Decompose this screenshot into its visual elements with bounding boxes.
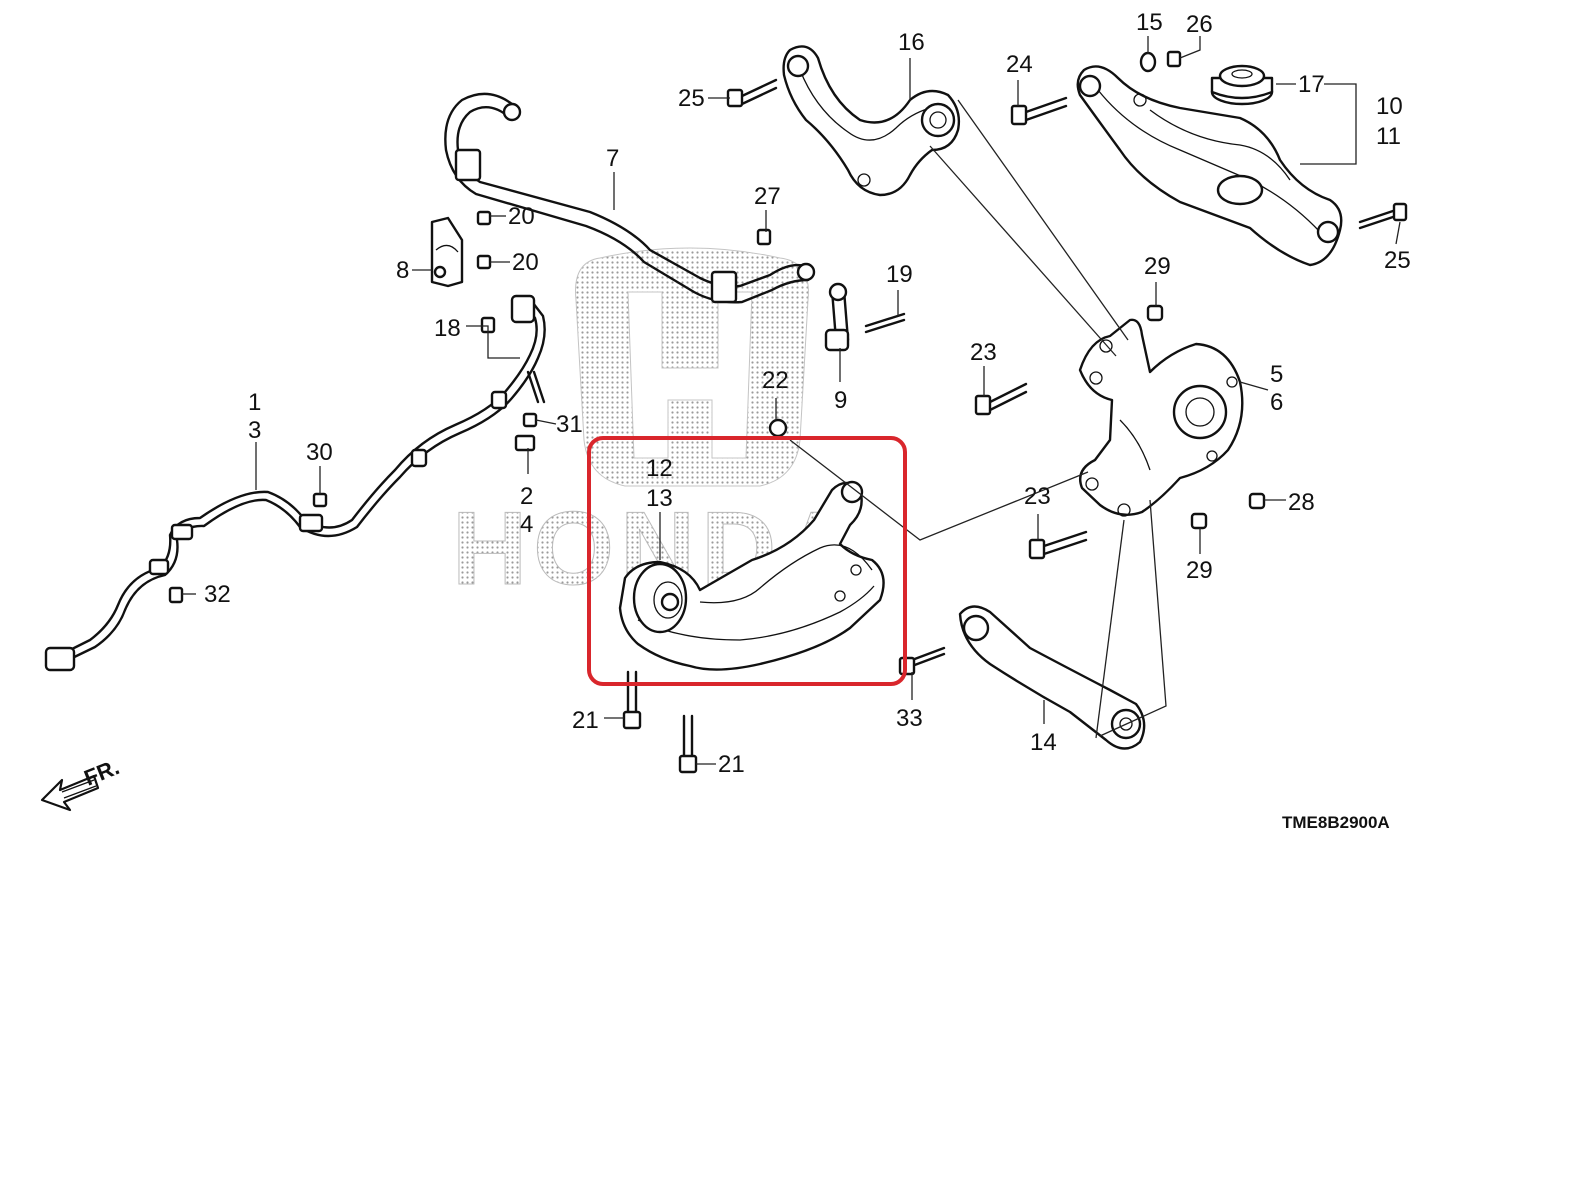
callout-33: 33 [896, 705, 923, 732]
callout-24: 24 [1006, 51, 1033, 78]
leader-lines [182, 36, 1401, 765]
highlight-box [587, 436, 907, 686]
callout-28: 28 [1288, 489, 1315, 516]
callout-18: 18 [434, 315, 461, 342]
callout-13: 13 [646, 485, 673, 512]
callout-21b: 21 [718, 751, 745, 778]
callout-21a: 21 [572, 707, 599, 734]
callout-11: 11 [1376, 123, 1401, 150]
spring-seat [1210, 64, 1274, 106]
callout-23a: 23 [970, 339, 997, 366]
stabilizer-link [824, 282, 850, 352]
lower-arm [1076, 65, 1343, 267]
trailing-link [958, 605, 1146, 750]
callout-20b: 20 [512, 249, 539, 276]
callout-15: 15 [1136, 9, 1163, 36]
stabilizer-holder [430, 216, 464, 288]
callout-17: 17 [1298, 71, 1325, 98]
callout-29a: 29 [1144, 253, 1171, 280]
front-direction-indicator: FR. [40, 754, 123, 812]
upper-arm [782, 45, 961, 197]
callout-20a: 20 [508, 203, 535, 230]
callout-8: 8 [396, 257, 409, 284]
callout-25a: 25 [678, 85, 705, 112]
callout-22: 22 [762, 367, 789, 394]
fasteners [168, 50, 1408, 774]
callout-16: 16 [898, 29, 925, 56]
callout-2: 2 [520, 483, 533, 510]
callout-25b: 25 [1384, 247, 1411, 274]
callout-27: 27 [754, 183, 781, 210]
callout-26: 26 [1186, 11, 1213, 38]
callout-29b: 29 [1186, 557, 1213, 584]
callout-10: 10 [1376, 93, 1403, 120]
callout-numbers: 1 3 30 32 2 4 31 18 8 20 20 7 27 19 9 22… [204, 9, 1411, 778]
callout-9: 9 [834, 387, 847, 414]
callout-5: 5 [1270, 361, 1283, 388]
callout-14: 14 [1030, 729, 1057, 756]
callout-4: 4 [520, 511, 533, 538]
callout-3: 3 [248, 417, 261, 444]
diagram-code: TME8B2900A [1282, 813, 1390, 832]
abs-sensor-harness [44, 294, 546, 672]
callout-31: 31 [556, 411, 583, 438]
stabilizer-bar [444, 92, 816, 304]
callout-23b: 23 [1024, 483, 1051, 510]
highlighted-control-arm [618, 480, 885, 671]
callout-1: 1 [248, 389, 261, 416]
callout-6: 6 [1270, 389, 1283, 416]
rear-knuckle [1078, 318, 1244, 517]
callout-7: 7 [606, 145, 619, 172]
front-arrow-icon [40, 774, 100, 812]
callout-12: 12 [646, 455, 673, 482]
callout-30: 30 [306, 439, 333, 466]
callout-19: 19 [886, 261, 913, 288]
front-direction-label: FR. [81, 754, 123, 790]
callout-32: 32 [204, 581, 231, 608]
